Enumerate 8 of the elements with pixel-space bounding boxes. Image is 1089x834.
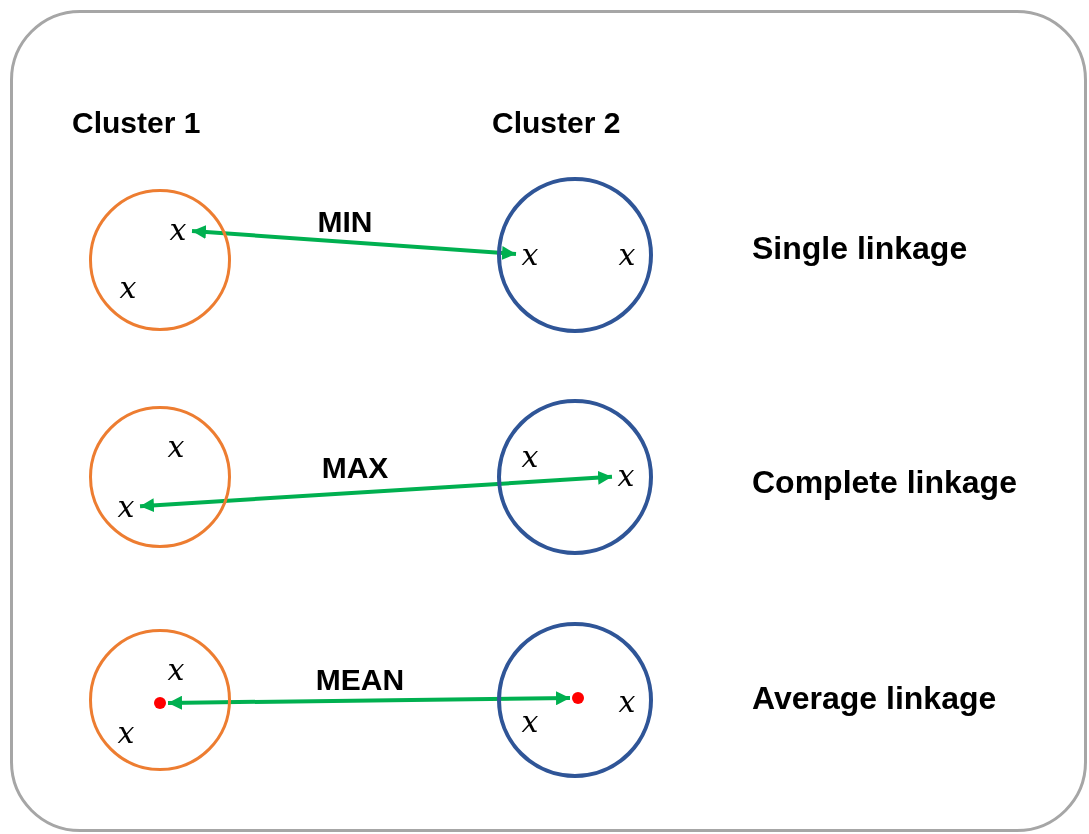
linkage-name: Complete linkage xyxy=(752,463,1017,502)
cluster-heading: Cluster 1 xyxy=(72,105,201,141)
cluster-heading: Cluster 2 xyxy=(492,105,621,141)
linkage-name: Average linkage xyxy=(752,679,997,718)
double-arrow xyxy=(167,691,571,710)
double-arrow xyxy=(139,470,613,513)
double-arrow xyxy=(191,225,517,260)
linkage-name: Single linkage xyxy=(752,229,968,268)
